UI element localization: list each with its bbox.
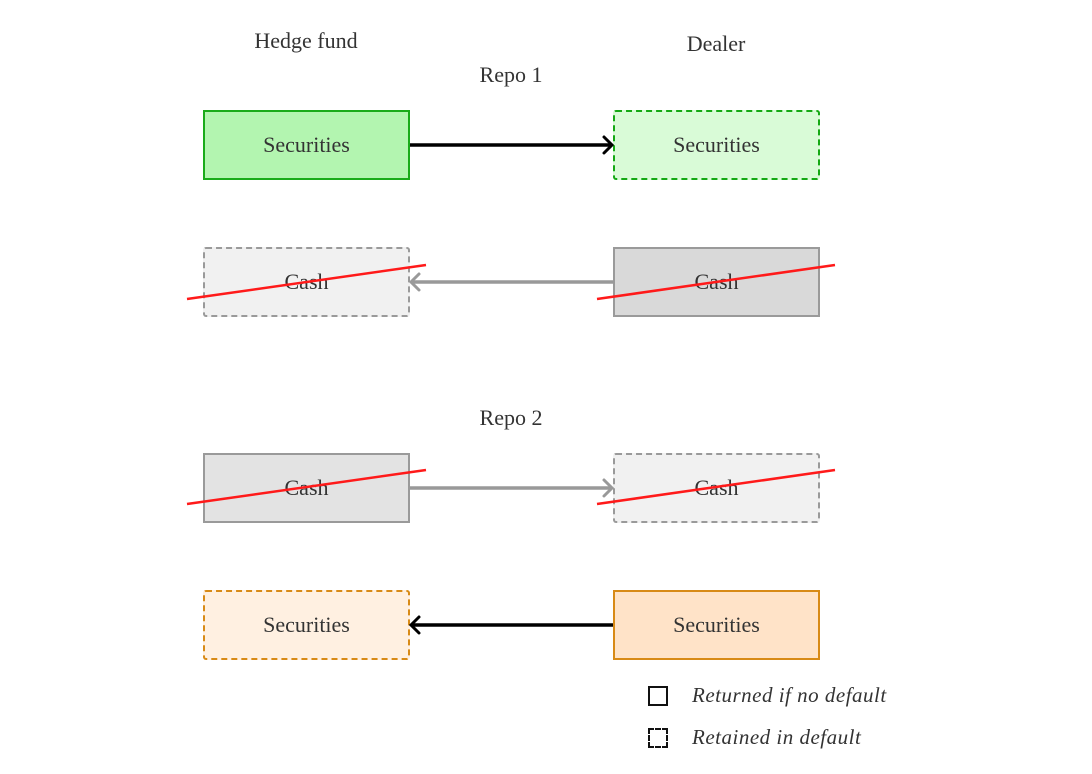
box-label: Cash [284, 269, 329, 294]
repo-1-dealer-securities-box: Securities [613, 110, 820, 180]
legend-label-retained: Retained in default [692, 725, 862, 749]
box-label: Securities [263, 132, 350, 157]
repo-2-hedge-fund-cash-box: Cash [203, 453, 410, 523]
repo-2-dealer-cash-box: Cash [613, 453, 820, 523]
repo-1-hedge-fund-securities-box: Securities [203, 110, 410, 180]
solid-square-icon [648, 685, 668, 706]
repo-1-dealer-cash-box: Cash [613, 247, 820, 317]
repo-1-hedge-fund-cash-box: Cash [203, 247, 410, 317]
box-label: Securities [673, 612, 760, 637]
arrow-repo-2-securities [408, 615, 613, 635]
box-label: Cash [284, 475, 329, 500]
legend-label-returned: Returned if no default [692, 683, 887, 707]
dealer-header: Dealer [686, 31, 746, 56]
dashed-square-icon [648, 727, 668, 748]
hedge-fund-header: Hedge fund [254, 28, 358, 53]
box-label: Securities [673, 132, 760, 157]
box-label: Cash [694, 475, 739, 500]
repo-2-dealer-securities-box: Securities [613, 590, 820, 660]
repo-1-title: Repo 1 [479, 62, 543, 87]
legend-item-retained: Retained in default [648, 725, 861, 750]
legend-item-returned: Returned if no default [648, 683, 887, 708]
repo-2-hedge-fund-securities-box: Securities [203, 590, 410, 660]
arrow-repo-1-securities [410, 135, 615, 155]
arrow-repo-1-cash [408, 272, 613, 292]
arrow-repo-2-cash [410, 478, 615, 498]
box-label: Securities [263, 612, 350, 637]
repo-2-title: Repo 2 [479, 405, 543, 430]
box-label: Cash [694, 269, 739, 294]
